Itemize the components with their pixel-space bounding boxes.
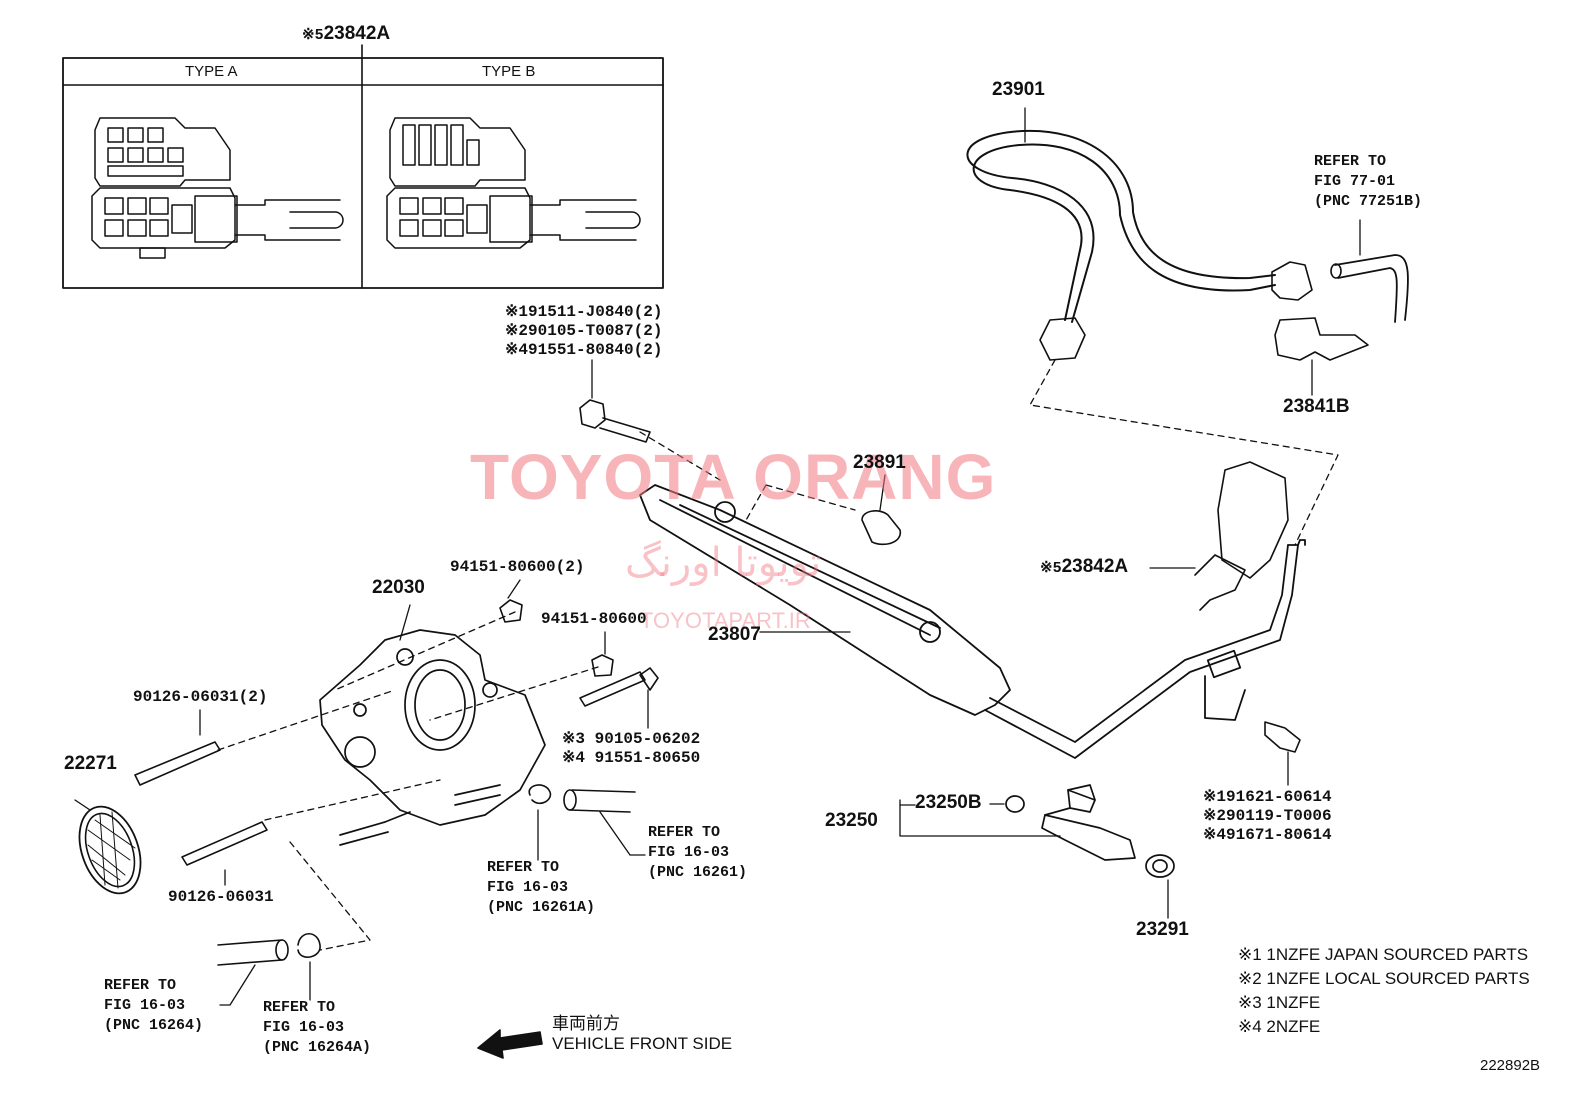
connector-type-b-drawing <box>386 117 641 249</box>
bolt-right-drawing <box>1264 721 1301 786</box>
fuel-tube-drawing <box>984 539 1306 759</box>
legend-item: ※4 2NZFE <box>1238 1017 1321 1036</box>
type-b-header: TYPE B <box>482 63 536 80</box>
part-22030[interactable]: 22030 <box>372 577 425 598</box>
part-23250[interactable]: 23250 <box>825 810 878 831</box>
vehicle-front-note: 車両前方 VEHICLE FRONT SIDE <box>552 1014 733 1053</box>
part-23901[interactable]: 23901 <box>992 79 1045 100</box>
part-23291[interactable]: 23291 <box>1136 919 1189 940</box>
nut-partno-2[interactable]: 94151-80600 <box>541 610 647 628</box>
gasket-22271-drawing <box>74 799 142 895</box>
fuel-hose-23901-drawing <box>966 107 1313 361</box>
legend-item: ※2 1NZFE LOCAL SOURCED PARTS <box>1238 969 1530 988</box>
stud-partno-2[interactable]: 90126-06031 <box>168 888 274 906</box>
bolt-top-drawing <box>579 359 651 443</box>
part-23250b[interactable]: 23250B <box>915 792 982 813</box>
front-arrow-icon <box>477 1029 543 1059</box>
part-23891[interactable]: 23891 <box>853 452 906 473</box>
legend-item: ※3 1NZFE <box>1238 993 1321 1012</box>
watermark-text: TOYOTA ORANG <box>470 441 997 513</box>
throttle-body-22030-drawing <box>319 604 546 846</box>
insulator-23891-drawing <box>861 474 901 546</box>
refer-hose-77251b-drawing <box>1330 219 1409 323</box>
legend-item: ※1 1NZFE JAPAN SOURCED PARTS <box>1238 945 1529 964</box>
part-23807[interactable]: 23807 <box>708 624 761 645</box>
part-22271[interactable]: 22271 <box>64 753 117 774</box>
notes-legend: ※1 1NZFE JAPAN SOURCED PARTS ※2 1NZFE LO… <box>1238 943 1530 1039</box>
part-23842a[interactable]: ※523842A <box>1040 556 1129 577</box>
watermark-persian: تویوتا اورنگ <box>625 540 822 586</box>
hoses-drawing <box>217 784 646 1006</box>
stud-partno-1[interactable]: 90126-06031(2) <box>133 688 268 706</box>
nut-partno-1[interactable]: 94151-80600(2) <box>450 558 585 576</box>
bolt-right-partnos[interactable]: ※191621-60614※290119-T0006※491671-80614 <box>1203 788 1332 844</box>
connector-23842a-drawing <box>1149 461 1289 611</box>
insert-label: ※523842A <box>302 23 391 44</box>
clip-23841b-drawing <box>1274 317 1369 396</box>
part-23841b[interactable]: 23841B <box>1283 396 1350 417</box>
connector-type-table <box>62 44 664 289</box>
watermark-url: TOYOTAPART.IR <box>640 608 811 633</box>
bolt-top-partnos[interactable]: ※191511-J0840(2)※290105-T0087(2)※491551-… <box>505 303 663 359</box>
connector-type-a-drawing <box>91 117 344 259</box>
studs-nuts-drawing <box>134 579 659 886</box>
bolt-mid-partnos[interactable]: ※3 90105-06202※4 91551-80650 <box>562 730 701 767</box>
injector-23250-drawing <box>899 784 1175 919</box>
figure-id: 222892B <box>1480 1057 1541 1074</box>
delivery-pipe-23807-drawing <box>639 484 1011 716</box>
assembly-dashed-lines <box>217 359 1339 951</box>
type-a-header: TYPE A <box>185 63 238 80</box>
